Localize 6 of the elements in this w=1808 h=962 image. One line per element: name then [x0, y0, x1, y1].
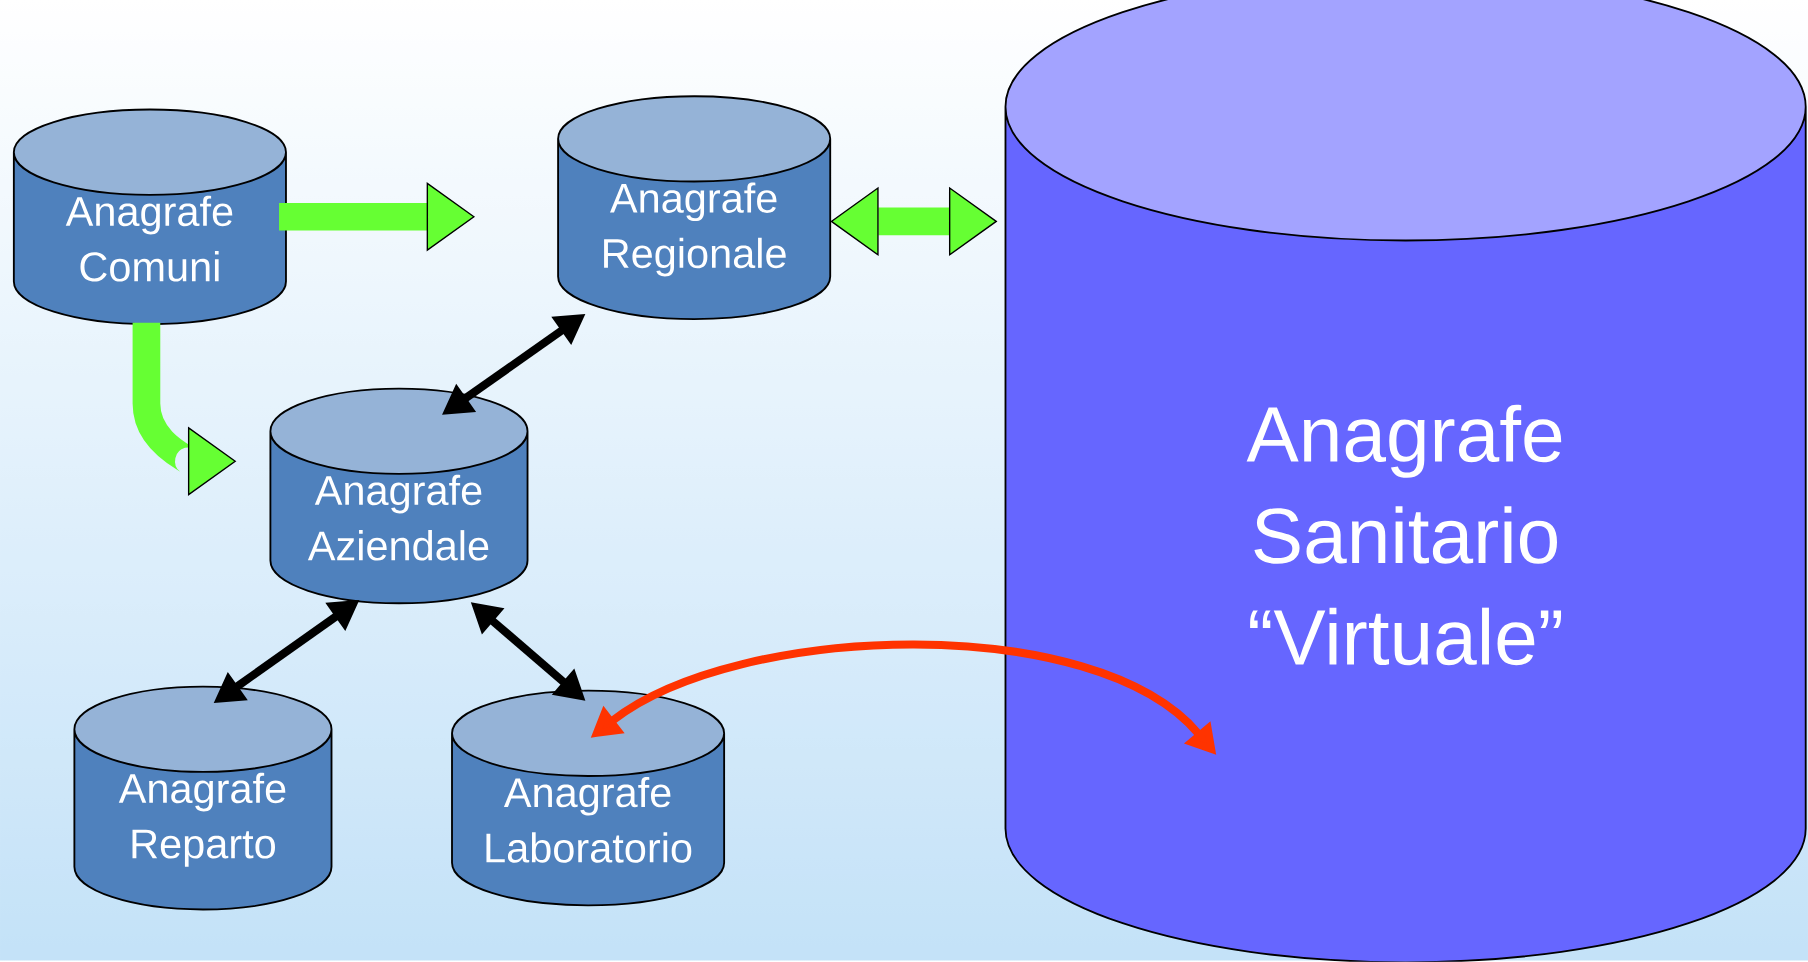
- database-cylinder: Anagrafe Aziendale: [269, 387, 529, 605]
- database-cylinder: Anagrafe Comuni: [12, 108, 287, 326]
- database-cylinder: Anagrafe Reparto: [73, 685, 333, 911]
- database-cylinder: Anagrafe Regionale: [557, 95, 832, 321]
- database-cylinder: Anagrafe Laboratorio: [451, 689, 726, 907]
- database-cylinder: Anagrafe Sanitario “Virtuale”: [1004, 0, 1807, 962]
